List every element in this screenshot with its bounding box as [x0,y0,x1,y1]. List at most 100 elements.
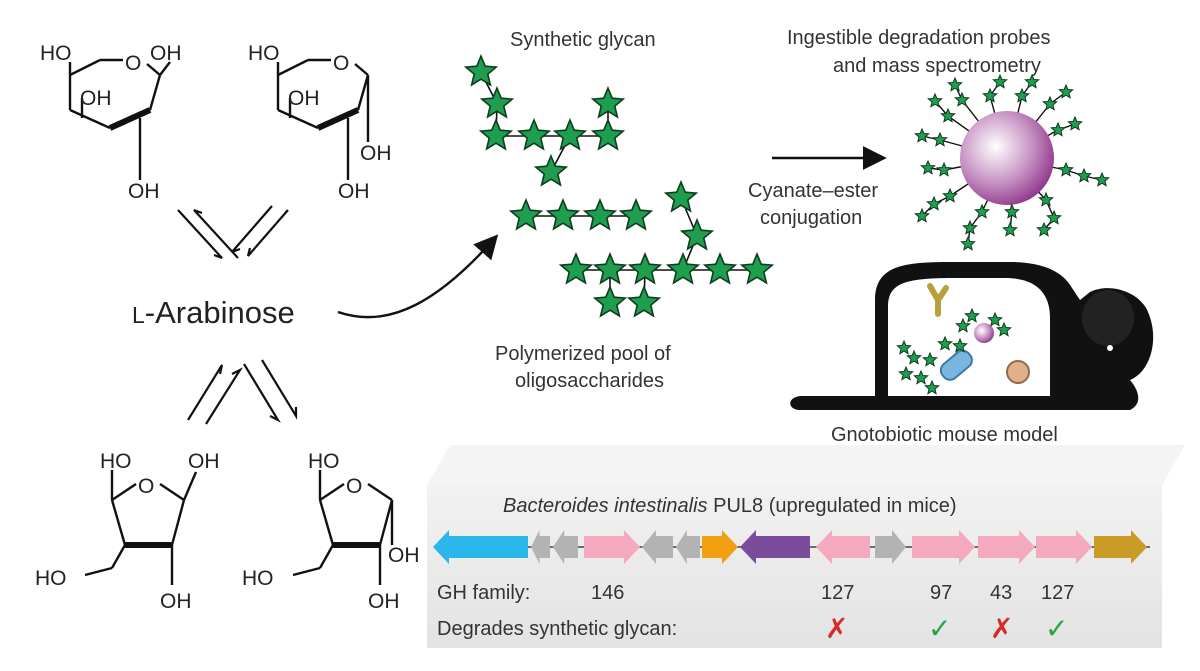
probe-star [1002,221,1018,237]
furanose-beta-structure [292,470,394,585]
glycan-star [582,197,618,231]
gene-arrow-2 [531,530,550,564]
probe-star [914,207,930,223]
degrades-127-cross: ✗ [825,613,848,644]
gene-arrow-11 [912,530,975,564]
probe-star [1046,209,1062,225]
glycan-star [516,117,552,151]
glycan-star [739,251,775,285]
degrades-97-check: ✓ [928,613,951,644]
glycan-star [592,284,628,318]
glycan-star [663,179,699,213]
probe-star [926,195,942,211]
mouse-star [913,369,929,385]
mouse-star [987,311,1003,327]
probe-star [1076,167,1092,183]
gh-146: 146 [591,582,624,604]
gene-arrow-8 [740,530,810,564]
glycan-star [627,251,663,285]
probe-star [936,161,952,177]
probe-star [954,91,970,107]
glycan-star [463,53,499,87]
atom-label: HO [248,42,280,65]
gene-arrow-12 [978,530,1035,564]
probe-star [992,73,1008,89]
probe-star [932,131,948,147]
atom-label: O [125,52,141,75]
furanose-alpha-labels: HO O OH HO OH [35,450,220,613]
atom-label: HO [242,567,274,590]
atom-label: HO [35,567,67,590]
glycan-star [479,85,515,119]
equilibrium-arrows [177,205,298,425]
atom-label: O [346,475,362,498]
glycan-star [626,284,662,318]
l-arabinose-label: L-Arabinose [132,295,295,330]
conjugation-label-line2: conjugation [760,207,862,229]
probe-star [982,87,998,103]
probe-star [974,203,990,219]
atom-label: O [138,475,154,498]
glycan-star [679,217,715,251]
glycan-star [478,117,514,151]
gene-arrow-1 [433,530,528,564]
pul-title: Bacteroides intestinalis PUL8 (upregulat… [503,495,957,517]
glycan-star [590,117,626,151]
host-cell-icon [1006,360,1030,384]
mini-probe-bead [974,323,994,343]
gene-arrow-6 [676,530,700,564]
glycan-star [533,153,569,187]
degrades-127-check: ✓ [1045,613,1068,644]
glycan-star [665,251,701,285]
probe-star [914,127,930,143]
probe-star [962,219,978,235]
mouse-star [896,339,912,355]
probe-star [927,92,943,108]
mouse-star [906,349,922,365]
pyranose-beta-labels: HO O OH OH OH [248,42,392,203]
pyranose-alpha-labels: HO O OH OH OH [40,42,182,203]
gh-127-second: 127 [1041,582,1074,604]
atom-label: HO [100,450,132,473]
glycan-star [592,251,628,285]
probe-star [1094,171,1110,187]
glycan-star [508,197,544,231]
mouse-star [924,379,940,395]
mouse-star [964,307,980,323]
probe-star [1058,83,1074,99]
probe-stars [914,73,1110,251]
probe-star [1014,87,1030,103]
glycan-star [545,197,581,231]
mouse-silhouette [790,262,1154,410]
gh-43: 43 [990,582,1012,604]
bacterium-icon [939,349,973,381]
atom-label: O [333,52,349,75]
atom-label: HO [40,42,72,65]
probe-star [1067,115,1083,131]
probe-star [1004,203,1020,219]
probe-star [960,235,976,251]
atom-label: OH [360,142,392,165]
atom-label: OH [368,590,400,613]
atom-label: OH [128,180,160,203]
atom-label: OH [150,42,182,65]
pyranose-beta-structure [276,58,370,180]
probe-title-line2: and mass spectrometry [833,55,1041,77]
gh-family-label: GH family: [437,582,530,604]
gene-arrow-3 [553,530,578,564]
glycan-star [702,251,738,285]
mouse-star [952,337,968,353]
gene-arrow-13 [1036,530,1092,564]
glycan-stars [463,53,775,318]
pool-caption-line2: oligosaccharides [515,370,664,392]
furanose-beta-labels: HO O HO OH OH [242,450,420,613]
gene-arrow-5 [642,530,673,564]
synthetic-glycan-title: Synthetic glycan [510,29,656,51]
glycan-star [590,85,626,119]
probe-star [1050,121,1066,137]
probe-title-line1: Ingestible degradation probes [787,27,1051,49]
panel-shadow [427,445,1185,485]
atom-label: OH [80,87,112,110]
gh-97: 97 [930,582,952,604]
polymerization-arrow [337,234,499,319]
